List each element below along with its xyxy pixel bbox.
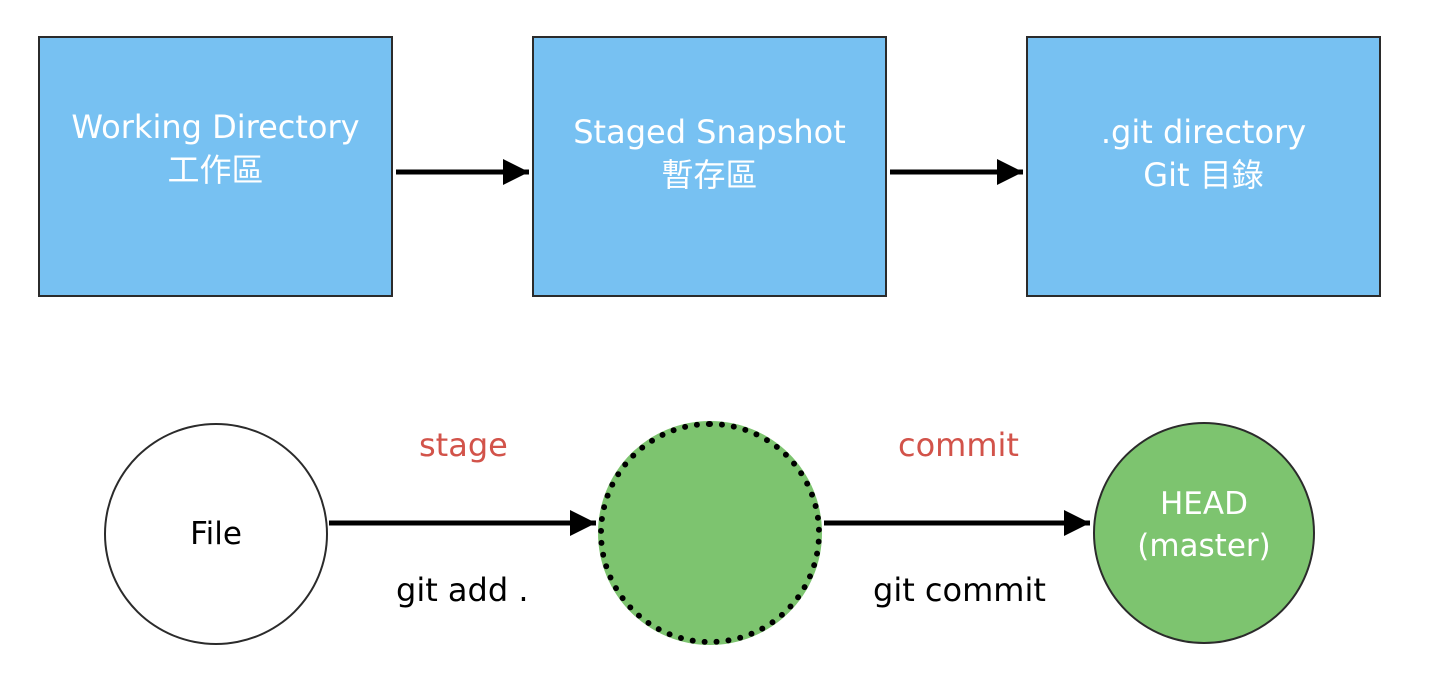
staged-snapshot-box: Staged Snapshot 暫存區: [532, 36, 887, 297]
working-directory-title: Working Directory: [71, 107, 360, 146]
head-branch-label: (master): [1137, 528, 1271, 564]
staged-state-circle: [598, 421, 822, 645]
file-label: File: [190, 516, 242, 552]
working-directory-subtitle: 工作區: [167, 150, 264, 189]
staged-snapshot-subtitle: 暫存區: [661, 155, 758, 194]
commit-action-label: commit: [898, 426, 1019, 464]
file-state-circle: File: [104, 423, 328, 645]
stage-action-label: stage: [419, 426, 508, 464]
staged-snapshot-title: Staged Snapshot: [573, 112, 846, 151]
git-directory-title: .git directory: [1100, 112, 1307, 151]
git-add-command-label: git add .: [396, 571, 529, 609]
head-label: HEAD: [1160, 486, 1248, 522]
git-commit-command-label: git commit: [873, 571, 1046, 609]
git-directory-box: .git directory Git 目錄: [1026, 36, 1381, 297]
working-directory-box: Working Directory 工作區: [38, 36, 393, 297]
head-state-circle: HEAD (master): [1093, 422, 1315, 644]
git-directory-subtitle: Git 目錄: [1143, 155, 1264, 194]
